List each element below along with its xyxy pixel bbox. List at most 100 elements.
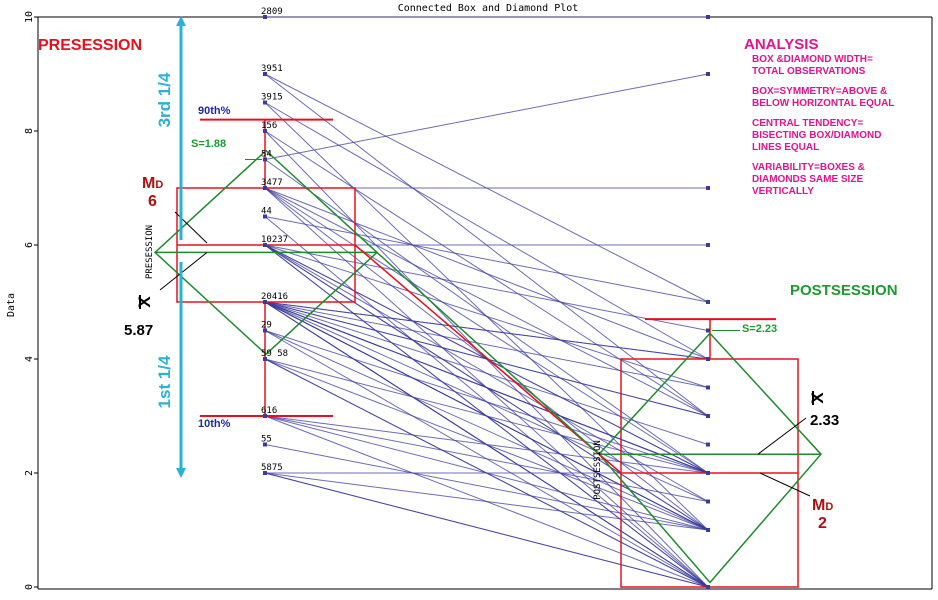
mean-connector: [376, 251, 600, 455]
connector-43: [264, 330, 709, 474]
connector-40: [264, 301, 709, 474]
pre-xbar-symbol: X: [135, 296, 154, 308]
pre-point-10: [263, 357, 267, 361]
point-label-2: 3915: [261, 93, 283, 103]
post-group-axis-label: POSTSESSION: [593, 440, 603, 500]
pre-point-3: [263, 129, 267, 133]
y-tick-label-5: 10: [24, 11, 35, 23]
pre-mean-value: 5.87: [124, 322, 153, 339]
post-mean-value: 2.33: [810, 412, 839, 429]
analysis-title: ANALYSIS: [744, 36, 818, 53]
connector-58: [264, 472, 709, 588]
post-point-5: [706, 328, 710, 333]
point-label-4: 54: [261, 150, 272, 160]
connector-10: [264, 187, 709, 417]
pre-point-0: [263, 15, 267, 19]
point-label-5: 3477: [261, 178, 283, 188]
analysis-line-11: DIAMONDS SAME SIZE: [752, 174, 863, 185]
pre-point-12: [263, 442, 267, 447]
post-point-8: [706, 414, 710, 418]
pre-point-7: [263, 243, 267, 247]
point-label-3: 156: [261, 121, 277, 131]
quartile-brackets: 3rd 1/4 1st 1/4: [155, 16, 186, 478]
point-label-7: 10237: [261, 235, 288, 245]
statistics-overlay: [153, 118, 823, 588]
pre-point-6: [263, 214, 267, 219]
connector-54: [264, 444, 709, 531]
p10-label: 10th%: [198, 418, 231, 430]
connector-lines: [264, 16, 709, 588]
first-quarter-label: 1st 1/4: [155, 355, 174, 408]
post-point-4: [706, 300, 710, 304]
point-label-1: 3951: [261, 64, 283, 74]
post-mean-leader: [757, 417, 807, 455]
pre-point-1: [263, 72, 267, 76]
post-point-1: [706, 72, 710, 76]
y-axis-label: Data: [6, 293, 17, 317]
post-point-10: [706, 471, 710, 475]
pre-point-8: [263, 300, 267, 304]
point-label-9: 29: [261, 321, 272, 331]
analysis-line-10: VARIABILITY=BOXES &: [752, 162, 865, 173]
y-tick-label-2: 4: [24, 356, 35, 362]
presession-title: PRESESSION: [38, 37, 142, 54]
connector-16: [264, 216, 709, 303]
point-label-11: 616: [261, 406, 277, 416]
y-tick-label-3: 6: [24, 242, 35, 248]
third-quarter-label: 3rd 1/4: [155, 72, 174, 127]
point-label-10: 59 58: [261, 349, 288, 359]
post-sd-label: S=2.23: [742, 323, 777, 335]
point-label-6: 44: [261, 207, 272, 217]
connector-50: [264, 415, 709, 474]
pre-point-13: [263, 471, 267, 475]
chart-title: Connected Box and Diamond Plot: [398, 3, 579, 14]
median-connector: [354, 244, 622, 474]
connector-53: [264, 415, 709, 502]
pre-mean-leader: [159, 252, 208, 291]
pre-md-symbol: MD: [142, 175, 163, 192]
post-point-9: [706, 442, 710, 447]
analysis-line-4: BELOW HORIZONTAL EQUAL: [752, 98, 894, 109]
connector-38: [264, 301, 709, 445]
post-point-3: [706, 243, 710, 247]
post-mean-annotation: X 2.33: [808, 391, 839, 429]
pre-point-4: [263, 157, 267, 162]
pre-sd-label: S=1.88: [191, 138, 226, 150]
analysis-line-1: TOTAL OBSERVATIONS: [752, 66, 866, 77]
post-point-13: [706, 585, 710, 589]
analysis-line-8: LINES EQUAL: [752, 142, 819, 153]
pre-group-axis-label: PRESESSION: [145, 225, 155, 279]
connector-8: [264, 73, 709, 160]
pre-point-9: [263, 328, 267, 333]
pre-mean-annotation: X 5.87: [124, 295, 154, 339]
connector-39: [264, 301, 709, 417]
analysis-line-12: VERTICALLY: [752, 186, 814, 197]
connector-22: [264, 244, 709, 331]
connector-56: [264, 472, 709, 531]
post-point-12: [706, 528, 710, 532]
point-label-0: 2809: [261, 7, 283, 17]
analysis-line-6: CENTRAL TENDENCY=: [752, 118, 863, 129]
y-tick-label-1: 2: [24, 470, 35, 476]
connector-37: [264, 301, 709, 360]
connector-45: [264, 330, 709, 531]
post-md-leader: [759, 472, 811, 497]
pre-point-2: [263, 100, 267, 105]
post-median-annotation: MD 2: [812, 497, 833, 532]
q1-arrow-head: [176, 468, 186, 478]
point-label-12: 55: [261, 435, 272, 445]
post-point-7: [706, 385, 710, 390]
postsession-title: POSTSESSION: [790, 282, 898, 299]
connector-34: [264, 301, 709, 388]
y-tick-label-0: 0: [24, 584, 35, 590]
analysis-line-7: BISECTING BOX/DIAMOND: [752, 130, 881, 141]
post-point-11: [706, 499, 710, 504]
p90-label: 90th%: [198, 105, 231, 117]
analysis-notes: BOX &DIAMOND WIDTH=TOTAL OBSERVATIONSBOX…: [752, 54, 894, 197]
pre-point-5: [263, 186, 267, 190]
q3-arrow-head: [176, 16, 186, 26]
